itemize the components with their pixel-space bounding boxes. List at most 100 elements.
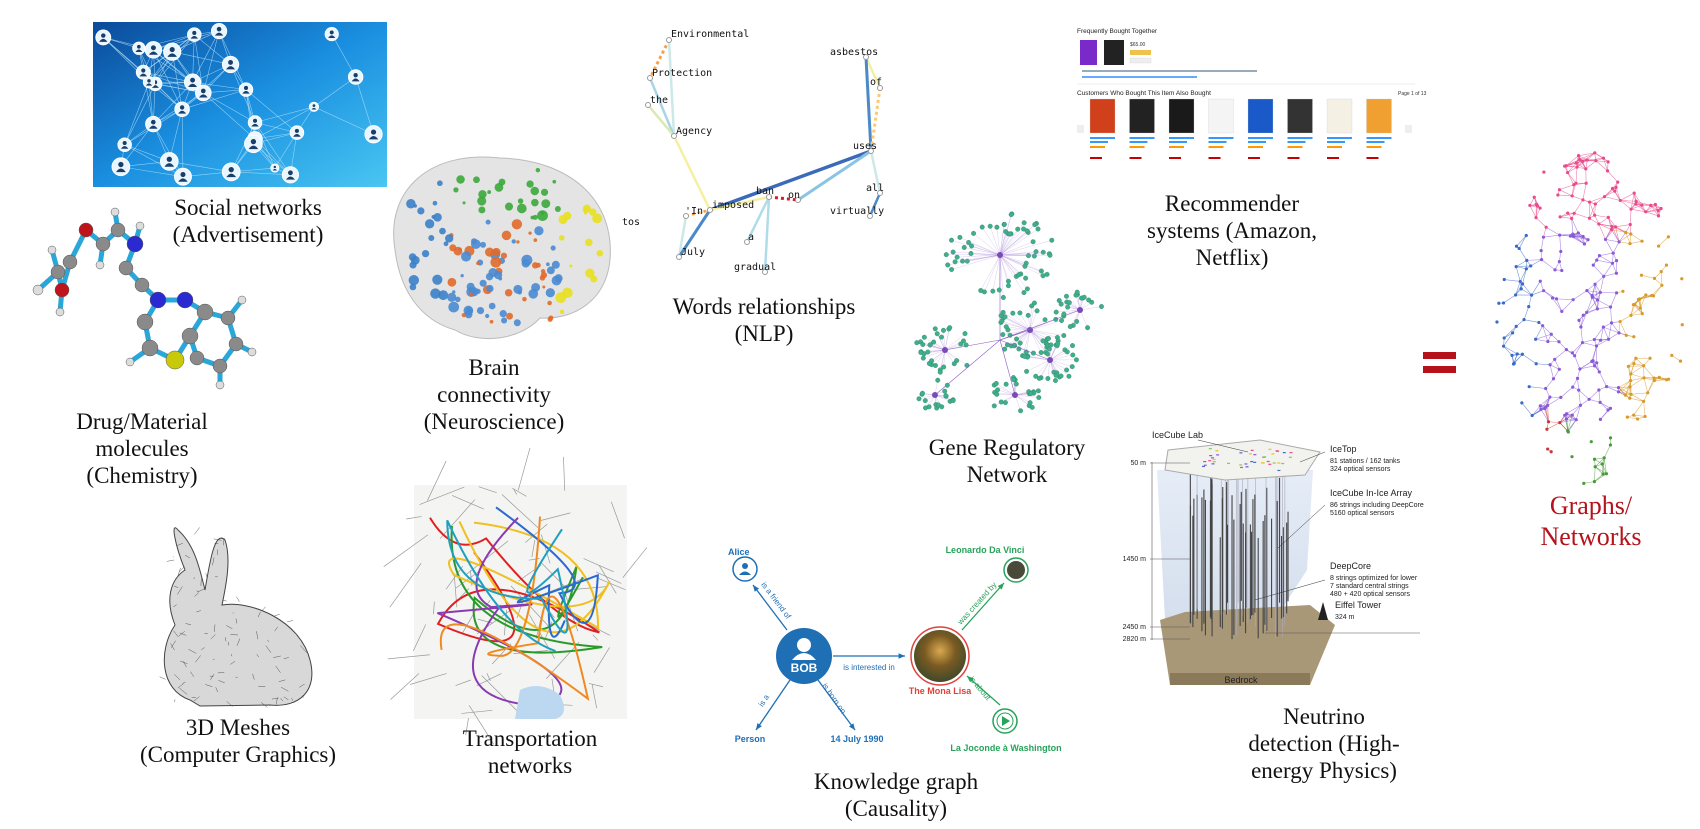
icetop-tank bbox=[1268, 448, 1272, 450]
gene-node bbox=[1061, 311, 1067, 317]
graph-node bbox=[1537, 320, 1541, 325]
graph-edge bbox=[1559, 184, 1574, 190]
molecule-atom bbox=[165, 350, 185, 370]
graph-edge bbox=[1603, 158, 1608, 171]
amazon-recommendations-image: Frequently Bought Together$65.00Customer… bbox=[1077, 28, 1427, 159]
brain-region-node bbox=[550, 245, 556, 251]
word-node bbox=[863, 54, 869, 60]
word-label: 'In bbox=[685, 206, 703, 217]
graph-edge bbox=[1595, 160, 1608, 172]
gene-edge bbox=[999, 254, 1004, 298]
person-head-icon bbox=[243, 85, 249, 90]
graph-node bbox=[1556, 193, 1560, 197]
gene-edge bbox=[968, 242, 1001, 256]
graph-node bbox=[1587, 216, 1592, 220]
rail-line bbox=[484, 600, 491, 607]
graph-node bbox=[1578, 158, 1582, 162]
mesh-edge bbox=[177, 567, 181, 576]
gene-node bbox=[941, 364, 947, 370]
graph-edge bbox=[1547, 405, 1549, 422]
gene-node bbox=[1085, 325, 1091, 331]
bunny-mesh-image bbox=[159, 527, 313, 708]
equals-sign bbox=[1423, 350, 1456, 378]
person-body-icon bbox=[293, 133, 301, 137]
mesh-edge bbox=[236, 638, 241, 646]
graph-node bbox=[1593, 213, 1597, 217]
brain-region-node bbox=[540, 269, 546, 274]
graph-edge bbox=[1583, 308, 1598, 316]
depth-label: 1450 m bbox=[1123, 556, 1147, 563]
icetop-tank bbox=[1201, 465, 1205, 468]
graph-node bbox=[1553, 357, 1557, 361]
brain-region-node bbox=[485, 247, 495, 257]
graph-edge bbox=[1585, 160, 1597, 170]
brain-region-node bbox=[432, 274, 443, 285]
gene-edge bbox=[999, 214, 1012, 256]
gene-node bbox=[1042, 317, 1048, 323]
social-link bbox=[313, 76, 356, 108]
graph-node bbox=[1528, 203, 1532, 208]
price-line bbox=[1366, 157, 1379, 159]
social-link bbox=[193, 34, 204, 93]
graph-node bbox=[1581, 234, 1585, 239]
graph-node bbox=[1606, 215, 1610, 219]
gene-node bbox=[935, 377, 941, 383]
graph-node bbox=[1680, 323, 1684, 327]
word-node bbox=[671, 133, 677, 139]
brain-region-node bbox=[596, 249, 604, 257]
graph-node bbox=[1532, 195, 1536, 199]
brain-region-node bbox=[535, 167, 541, 173]
gene-node bbox=[947, 325, 953, 331]
gene-node bbox=[1046, 336, 1051, 341]
graph-node bbox=[1594, 344, 1599, 348]
gene-node bbox=[1059, 318, 1065, 323]
graph-node bbox=[1608, 443, 1613, 447]
graph-node bbox=[1557, 367, 1561, 371]
graph-node bbox=[1614, 271, 1618, 275]
person-head-icon bbox=[122, 141, 127, 146]
icetop-tank bbox=[1272, 462, 1276, 464]
graph-edge bbox=[1559, 235, 1562, 252]
caption-line: detection (High- bbox=[1248, 731, 1400, 756]
gene-edge bbox=[1029, 319, 1056, 331]
gene-edge bbox=[999, 222, 1025, 256]
graph-edge bbox=[1619, 241, 1631, 244]
social-network-image bbox=[93, 22, 387, 187]
graph-node bbox=[1628, 396, 1632, 400]
social-link bbox=[153, 81, 193, 125]
book-title-line bbox=[1090, 141, 1108, 143]
graph-edge bbox=[1619, 321, 1627, 336]
gene-regulatory-network-image bbox=[914, 211, 1104, 414]
brain-region-node bbox=[552, 179, 557, 184]
graph-edge bbox=[1571, 184, 1575, 196]
brain-region-node bbox=[542, 285, 546, 289]
graph-node bbox=[1640, 312, 1644, 316]
gene-edge bbox=[1024, 356, 1051, 361]
mesh-edge bbox=[170, 643, 175, 651]
mesh-edge bbox=[174, 674, 181, 681]
gene-edge bbox=[1000, 322, 1031, 331]
icetop-tank bbox=[1260, 462, 1264, 464]
rail-line bbox=[598, 565, 617, 594]
mesh-edge bbox=[226, 625, 233, 629]
gene-node bbox=[1047, 252, 1053, 258]
brain-region-node bbox=[460, 251, 472, 262]
word-dependency-edge bbox=[797, 149, 872, 202]
graph-node bbox=[1546, 447, 1550, 451]
graph-node bbox=[1618, 198, 1622, 203]
gene-edge bbox=[1049, 359, 1073, 367]
graph-edge bbox=[1566, 418, 1577, 421]
fbt-title: Frequently Bought Together bbox=[1077, 28, 1158, 35]
word-label: uses bbox=[853, 141, 877, 152]
molecule-atom bbox=[228, 336, 244, 352]
social-link bbox=[182, 89, 247, 110]
kg-edge bbox=[817, 679, 856, 731]
icetop-tank bbox=[1288, 456, 1292, 458]
mesh-edge bbox=[262, 606, 266, 611]
gene-node bbox=[1066, 300, 1072, 306]
mesh-edge bbox=[236, 596, 240, 602]
graph-edge bbox=[1572, 378, 1578, 388]
graph-node bbox=[1564, 417, 1569, 421]
gene-edge bbox=[980, 254, 1001, 291]
